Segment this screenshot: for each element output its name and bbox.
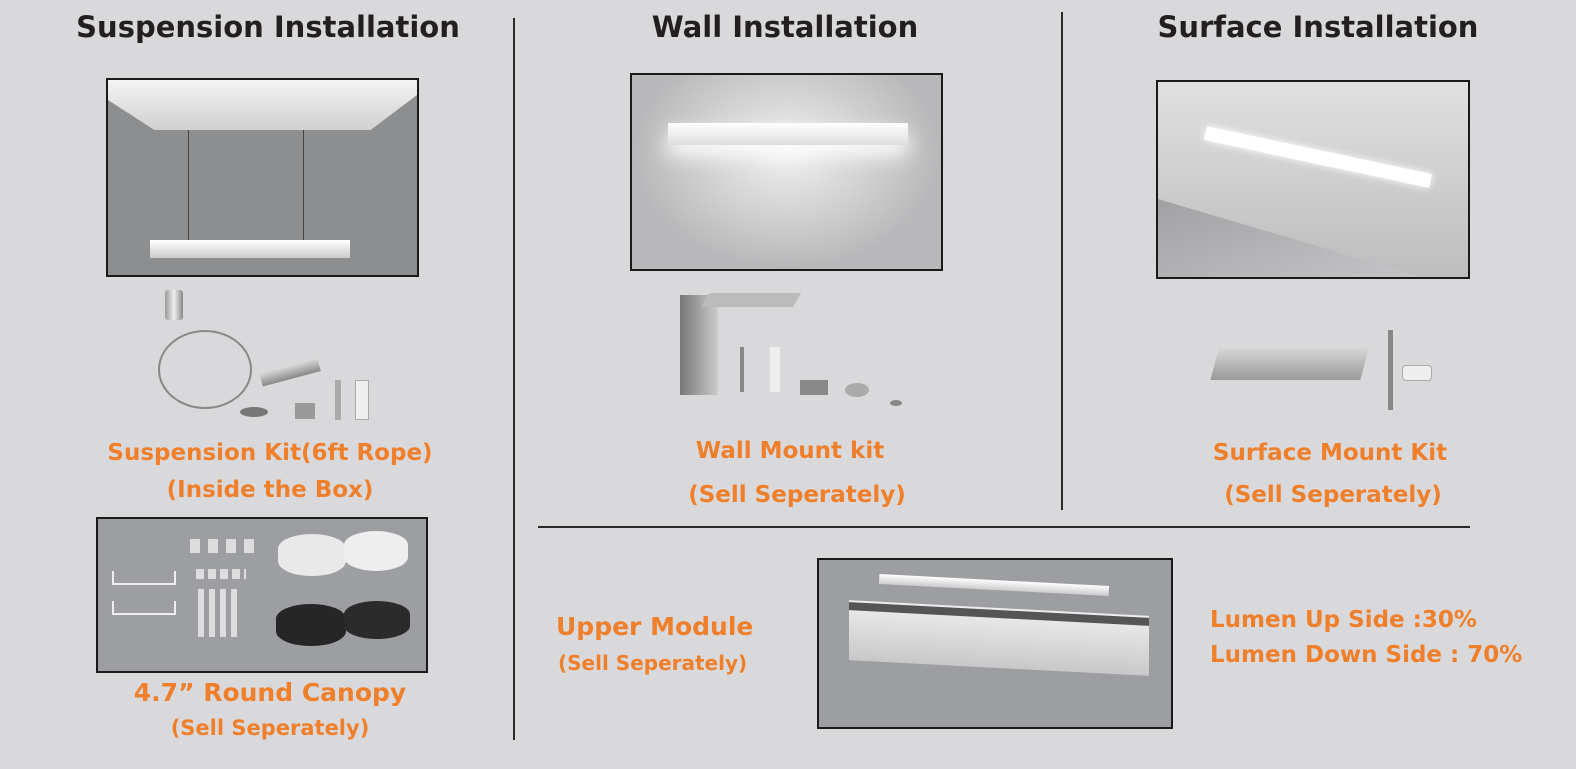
wall-mount-kit-label: Wall Mount kit [695, 438, 885, 464]
lumen-down-side: Lumen Down Side : 70% [1210, 642, 1523, 668]
wall-mount-kit-image [665, 285, 905, 410]
divider-vertical-left [513, 18, 515, 740]
suspension-image [106, 78, 419, 277]
divider-horizontal [538, 526, 1470, 528]
suspension-kit-label: Suspension Kit(6ft Rope) [107, 440, 433, 466]
surface-mount-kit-note: (Sell Seperately) [1224, 482, 1442, 508]
surface-mount-kit-image [1210, 325, 1455, 415]
suspension-title: Suspension Installation [76, 10, 460, 44]
upper-module-note: (Sell Seperately) [558, 651, 748, 675]
round-canopy-label: 4.7” Round Canopy [133, 678, 407, 707]
wall-mount-kit-note: (Sell Seperately) [688, 482, 906, 508]
surface-title: Surface Installation [1157, 10, 1479, 44]
suspension-kit-image [150, 285, 380, 425]
lumen-up-side: Lumen Up Side :30% [1210, 607, 1477, 633]
wall-image [630, 73, 943, 271]
upper-module-image [817, 558, 1173, 729]
divider-vertical-right [1061, 12, 1063, 510]
surface-image [1156, 80, 1470, 279]
suspension-kit-note: (Inside the Box) [166, 477, 374, 503]
wall-title: Wall Installation [651, 10, 919, 44]
upper-module-label: Upper Module [556, 612, 754, 641]
surface-mount-kit-label: Surface Mount Kit [1212, 440, 1448, 466]
round-canopy-note: (Sell Seperately) [170, 716, 370, 740]
round-canopy-image [96, 517, 428, 673]
